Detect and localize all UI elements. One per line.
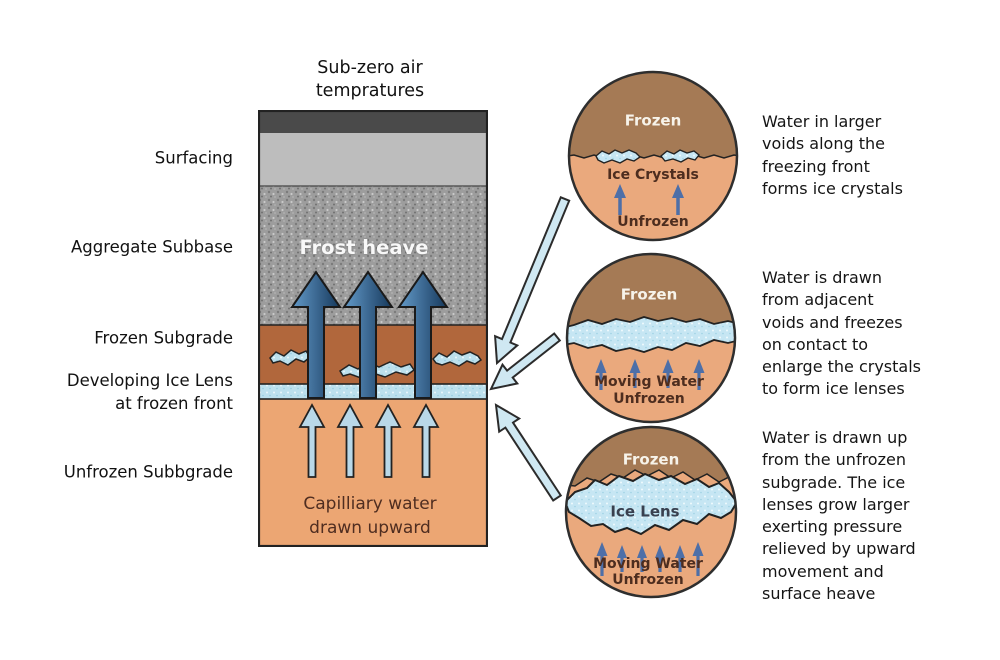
note-ice-lenses: Water is drawn from adjacent voids and f…	[762, 268, 921, 399]
circle-unfrozen-label: Unfrozen	[617, 214, 689, 230]
circle-outline	[567, 70, 739, 242]
water-arrow	[675, 545, 685, 572]
frost-heave-arrow	[397, 270, 449, 399]
label-frozen-subgrade: Frozen Subgrade	[94, 328, 233, 348]
frost-heave-label: Frost heave	[299, 236, 429, 259]
note-surface-heave: Water is drawn up from the unfrozen subg…	[762, 428, 916, 604]
water-arrow	[672, 184, 684, 215]
note-ice-crystals: Water in larger voids along the freezing…	[762, 112, 903, 198]
frost-heave-arrow	[342, 270, 394, 399]
pavement-column	[258, 110, 488, 547]
ice-lens-band	[567, 316, 735, 353]
water-arrow	[693, 359, 705, 390]
circle-frozen-label: Frozen	[623, 451, 680, 469]
connector-arrow-middle	[489, 332, 562, 391]
label-aggregate-subbase: Aggregate Subbase	[71, 237, 233, 257]
water-arrow	[596, 542, 608, 576]
capillary-arrow	[412, 403, 440, 478]
water-arrow	[655, 545, 665, 572]
layer-surfacing	[258, 133, 488, 186]
ice-lens-blob	[566, 472, 736, 536]
ice-crystal	[595, 149, 642, 164]
connector-arrow-top	[493, 196, 571, 366]
column-border	[258, 110, 488, 547]
circle-unfrozen-label: Unfrozen	[612, 572, 684, 588]
water-arrow	[637, 545, 647, 572]
circle-frozen-label: Frozen	[621, 286, 678, 304]
detail-circle-ice-crystals: Frozen Ice Crystals Unfrozen	[567, 70, 739, 242]
label-unfrozen-subgrade: Unfrozen Subbgrade	[63, 462, 233, 482]
air-temperature-label: Sub-zero air tempratures	[315, 58, 425, 101]
circle-moving-water-label: Moving Water	[593, 556, 703, 572]
water-arrow	[692, 542, 704, 576]
circle-frozen-label: Frozen	[625, 112, 682, 130]
circle-moving-water-label: Moving Water	[594, 374, 704, 390]
layer-surfacing-dark	[258, 110, 488, 133]
detail-circle-ice-lens: Frozen Ice Lens Moving Water Unfrozen	[564, 425, 738, 599]
connector-arrow-bottom	[494, 403, 563, 502]
circle-ice-crystals-label: Ice Crystals	[607, 167, 699, 183]
water-arrow	[629, 359, 641, 388]
capillary-arrow	[298, 403, 326, 478]
water-arrow	[662, 359, 674, 388]
label-developing-ice-lens: Developing Ice Lens at frozen front	[66, 371, 233, 413]
water-arrow	[617, 545, 627, 572]
capillary-arrow	[374, 403, 402, 478]
ice-crystal	[269, 349, 311, 366]
ice-crystal	[432, 350, 483, 367]
water-arrow	[614, 184, 626, 215]
capillary-water-label: Capilliary water drawn upward	[303, 494, 437, 538]
circle-ice-lens-label: Ice Lens	[610, 503, 679, 521]
circle-outline	[564, 425, 738, 599]
capillary-arrow	[336, 403, 364, 478]
circle-unfrozen-label: Unfrozen	[613, 391, 685, 407]
detail-circle-moving-water: Frozen Moving Water Unfrozen	[565, 252, 737, 424]
label-surfacing: Surfacing	[154, 148, 233, 168]
layer-unfrozen-subgrade	[258, 399, 488, 547]
water-arrow	[595, 359, 607, 390]
ice-crystal	[660, 149, 700, 163]
frost-heave-arrow	[290, 270, 342, 399]
